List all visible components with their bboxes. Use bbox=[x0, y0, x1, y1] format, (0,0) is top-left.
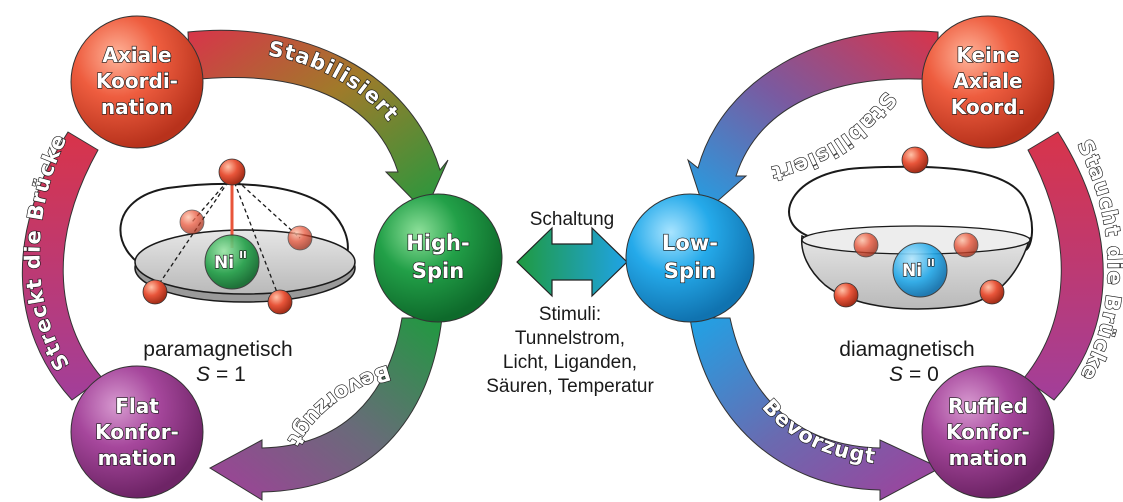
svg-text:Low-: Low- bbox=[662, 231, 718, 255]
switch-label: Schaltung bbox=[530, 209, 615, 230]
right-spin-symbol: S bbox=[889, 363, 903, 386]
right-top-arc-arrow bbox=[687, 30, 939, 213]
right-state-label: diamagnetisch bbox=[839, 338, 974, 361]
flat-conformation-ball: Flat Konfor- mation bbox=[70, 365, 204, 499]
ruffled-molecule-illustration: Ni II bbox=[788, 146, 1034, 310]
left-state-label: paramagnetisch bbox=[143, 338, 292, 361]
svg-text:Spin: Spin bbox=[664, 259, 716, 283]
right-ni-symbol: Ni bbox=[902, 261, 922, 281]
ruffled-conformation-ball: Ruffled Konfor- mation bbox=[921, 365, 1055, 499]
stimuli-line-1: Stimuli: bbox=[539, 304, 601, 325]
left-spin-value: = 1 bbox=[216, 363, 246, 386]
low-spin-ball: Low- Spin bbox=[625, 193, 755, 323]
svg-text:Koord.: Koord. bbox=[951, 95, 1025, 119]
svg-text:High-: High- bbox=[406, 231, 469, 255]
svg-text:Koordi-: Koordi- bbox=[96, 69, 178, 93]
right-side-band bbox=[1023, 131, 1104, 401]
svg-text:Konfor-: Konfor- bbox=[95, 420, 179, 444]
svg-text:Keine: Keine bbox=[956, 43, 1019, 67]
flat-molecule-illustration: Ni II bbox=[119, 158, 356, 315]
axial-coordination-ball: Axiale Koordi- nation bbox=[70, 15, 204, 149]
left-ni-oxidation: II bbox=[239, 250, 246, 261]
right-bottom-arc-arrow bbox=[689, 317, 942, 501]
stimuli-line-4: Säuren, Temperatur bbox=[486, 376, 654, 397]
svg-text:Spin: Spin bbox=[412, 259, 464, 283]
svg-text:mation: mation bbox=[98, 446, 177, 470]
svg-text:nation: nation bbox=[101, 95, 173, 119]
svg-text:mation: mation bbox=[949, 446, 1028, 470]
high-spin-ball: High- Spin bbox=[373, 193, 503, 323]
left-spin-symbol: S bbox=[196, 363, 210, 386]
no-axial-coordination-ball: Keine Axiale Koord. bbox=[921, 15, 1055, 149]
svg-text:Flat: Flat bbox=[115, 394, 159, 418]
svg-text:Konfor-: Konfor- bbox=[946, 420, 1030, 444]
switch-double-arrow bbox=[516, 226, 628, 298]
svg-text:Axiale: Axiale bbox=[102, 43, 171, 67]
stimuli-line-2: Tunnelstrom, bbox=[515, 328, 625, 349]
svg-text:Axiale: Axiale bbox=[953, 69, 1022, 93]
right-spin-value: = 0 bbox=[909, 363, 939, 386]
left-ni-symbol: Ni bbox=[214, 253, 234, 273]
stimuli-line-3: Licht, Liganden, bbox=[503, 352, 637, 373]
left-bottom-arc-arrow bbox=[208, 317, 443, 501]
svg-text:Ruffled: Ruffled bbox=[948, 394, 1028, 418]
right-ni-oxidation: II bbox=[927, 258, 934, 269]
left-top-arc-arrow bbox=[187, 29, 449, 213]
